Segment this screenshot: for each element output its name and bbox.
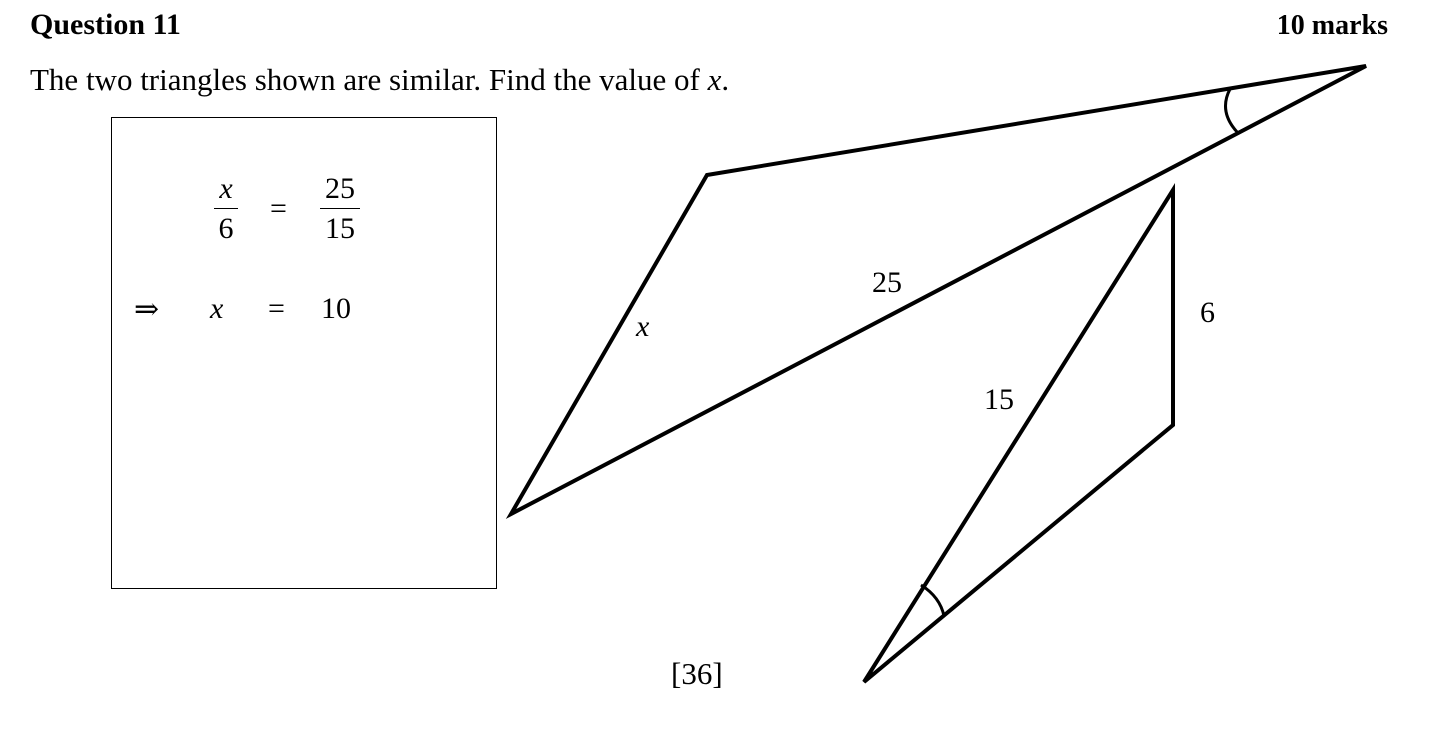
fraction-right-denominator: 15 — [325, 212, 355, 245]
result-value: 10 — [321, 292, 351, 325]
fraction-right-bar — [320, 208, 360, 209]
question-title: Question 11 — [30, 8, 181, 41]
marks-label: 10 marks — [1276, 10, 1388, 41]
answer-box: x 6 = 25 15 ⇒ x = 10 — [111, 117, 497, 589]
side-label-15: 15 — [984, 383, 1014, 416]
question-text-main: The two triangles shown are similar. Fin… — [30, 62, 708, 97]
fraction-right-numerator: 25 — [325, 172, 355, 205]
equals-sign-1: = — [270, 192, 287, 225]
large-triangle-angle-arc — [1224, 88, 1240, 135]
side-label-6: 6 — [1200, 296, 1215, 329]
small-triangle-angle-arc — [920, 583, 946, 617]
fraction-left-numerator: x — [219, 172, 233, 205]
implies-arrow-icon: ⇒ — [134, 293, 160, 326]
fraction-right: 25 15 — [320, 172, 360, 246]
question-variable: x — [707, 62, 722, 97]
fraction-left: x 6 — [214, 172, 238, 246]
question-text-end: . — [721, 62, 730, 97]
fraction-left-denominator: 6 — [218, 212, 234, 245]
page-number: [36] — [671, 656, 723, 691]
fraction-left-bar — [214, 208, 238, 209]
result-variable: x — [210, 292, 224, 325]
side-label-25: 25 — [872, 266, 902, 299]
question-text: The two triangles shown are similar. Fin… — [30, 62, 729, 98]
equals-sign-2: = — [268, 292, 285, 325]
side-label-x: x — [635, 310, 650, 343]
large-triangle — [505, 64, 1367, 519]
small-triangle — [862, 183, 1175, 684]
